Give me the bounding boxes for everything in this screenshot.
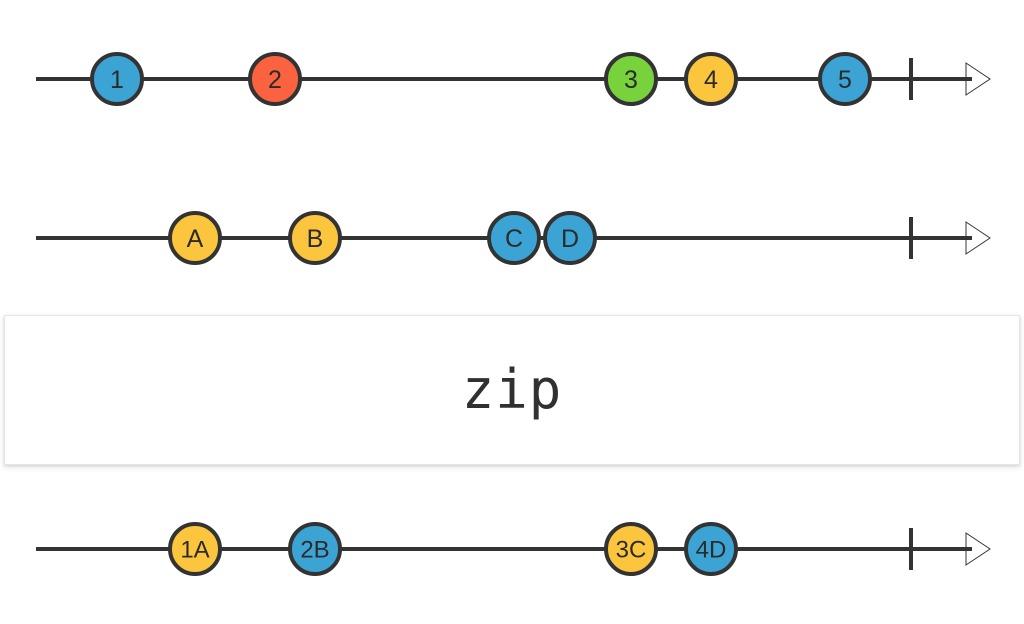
marble-circle[interactable]	[818, 52, 872, 106]
marble-circle[interactable]	[604, 52, 658, 106]
marble-label: A	[187, 225, 204, 253]
operator-label: zip	[461, 358, 563, 421]
marble[interactable]: D	[543, 211, 597, 265]
marble-label: 4	[704, 66, 718, 94]
marble[interactable]: 2B	[288, 522, 342, 576]
input-timeline-2: A B C D	[36, 211, 991, 265]
arrow-head-icon	[965, 221, 991, 255]
output-timeline: 1A 2B 3C 4D	[36, 522, 991, 576]
marble-circle[interactable]	[288, 522, 342, 576]
marble[interactable]: A	[168, 211, 222, 265]
arrow-head-icon	[965, 62, 991, 96]
marble-label: D	[561, 225, 579, 253]
marble[interactable]: 3C	[604, 522, 658, 576]
marble[interactable]: B	[288, 211, 342, 265]
marble-circle[interactable]	[248, 52, 302, 106]
marble-label: 1A	[180, 537, 209, 564]
marble-circle[interactable]	[168, 522, 222, 576]
marble[interactable]: 1	[90, 52, 144, 106]
marble-label: 4D	[696, 537, 727, 564]
marble-circle[interactable]	[604, 522, 658, 576]
marble-label: 3C	[616, 537, 647, 564]
marble-circle[interactable]	[288, 211, 342, 265]
marble-label: 5	[838, 66, 852, 94]
marble-circle[interactable]	[543, 211, 597, 265]
marble-label: 2B	[300, 537, 329, 564]
marble-circle[interactable]	[684, 52, 738, 106]
marble[interactable]: 3	[604, 52, 658, 106]
marble[interactable]: C	[487, 211, 541, 265]
marble-circle[interactable]	[487, 211, 541, 265]
marble[interactable]: 4	[684, 52, 738, 106]
marble-label: 3	[624, 66, 638, 94]
marble[interactable]: 1A	[168, 522, 222, 576]
marble-label: 2	[268, 66, 282, 94]
operator-box: zip	[4, 315, 1020, 465]
marble[interactable]: 2	[248, 52, 302, 106]
marble-label: B	[307, 225, 324, 253]
marble-circle[interactable]	[168, 211, 222, 265]
marble-label: 1	[110, 66, 124, 94]
arrow-head-icon	[965, 532, 991, 566]
marble[interactable]: 5	[818, 52, 872, 106]
marble-circle[interactable]	[684, 522, 738, 576]
marble[interactable]: 4D	[684, 522, 738, 576]
input-timeline-1: 1 2 3 4 5	[36, 52, 991, 106]
marble-label: C	[505, 225, 523, 253]
marble-circle[interactable]	[90, 52, 144, 106]
